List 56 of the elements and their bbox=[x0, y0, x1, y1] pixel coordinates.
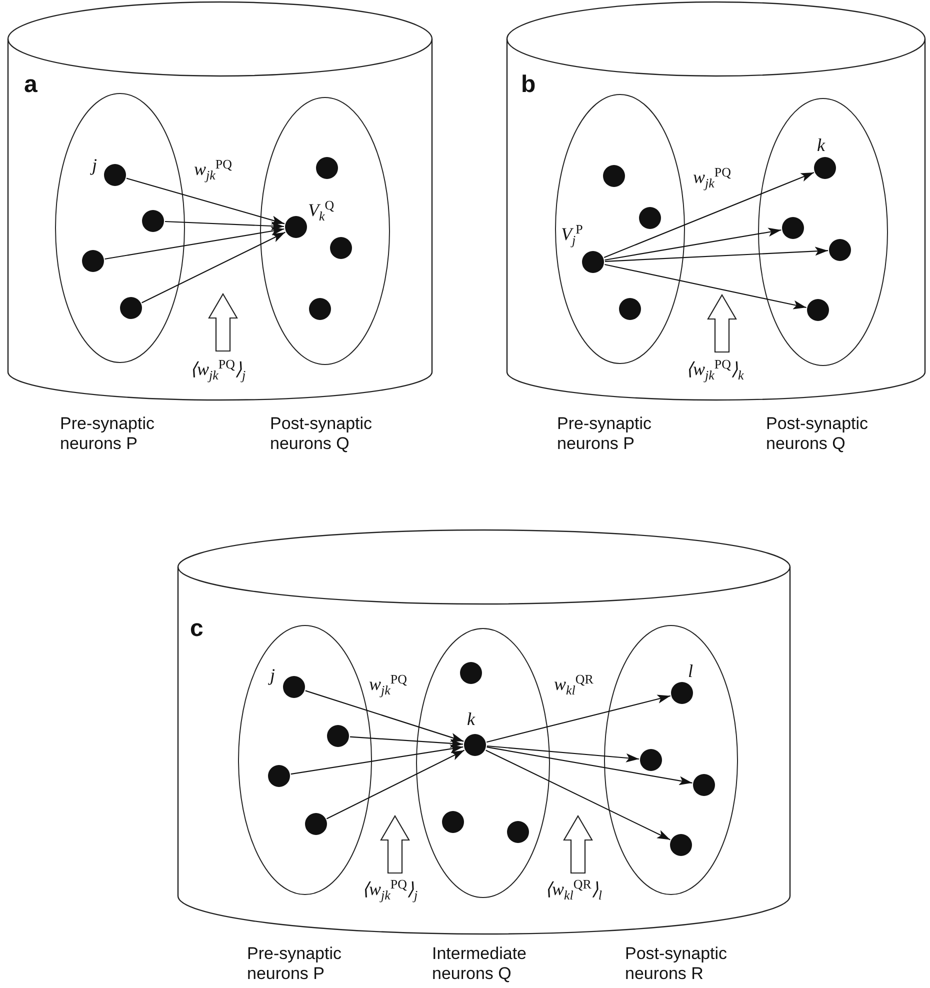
neuron-dot bbox=[460, 662, 482, 684]
population-caption: Post-synaptic neurons Q bbox=[766, 414, 870, 454]
synapse-arrow bbox=[604, 264, 806, 310]
synapse-arrow bbox=[486, 745, 640, 762]
neuron-dot bbox=[807, 299, 829, 321]
neuron-dot bbox=[693, 774, 715, 796]
neuron-dot bbox=[507, 821, 529, 843]
synapse-arrow bbox=[104, 226, 284, 260]
average-weight-label: ⟨w$_{kl}$$^{QR}$⟩$_{l}$ bbox=[545, 880, 602, 900]
synapse-arrow bbox=[326, 750, 465, 820]
population-caption: Post-synaptic neurons R bbox=[625, 944, 728, 984]
average-weight-label: ⟨w$_{jk}$$^{PQ}$⟩$_{k}$ bbox=[686, 360, 744, 380]
population-caption: Intermediate neurons Q bbox=[432, 944, 528, 984]
neuron-label: k bbox=[467, 710, 475, 730]
neuron-dot bbox=[327, 725, 349, 747]
synapse-arrow bbox=[486, 694, 671, 743]
synapse-arrow bbox=[486, 750, 670, 840]
synapse-arrow bbox=[290, 744, 464, 775]
neuron-dot bbox=[82, 250, 104, 272]
population-caption: Pre-synaptic neurons P bbox=[247, 944, 342, 984]
neuron-dot bbox=[330, 237, 352, 259]
population-caption: Pre-synaptic neurons P bbox=[557, 414, 652, 454]
synapse-arrow bbox=[350, 736, 464, 748]
synapse-arrow bbox=[142, 232, 286, 304]
synapse-arrow bbox=[126, 178, 285, 224]
panel-letter: c bbox=[190, 616, 204, 642]
neuron-dot bbox=[639, 207, 661, 229]
neuron-dot bbox=[120, 297, 142, 319]
neuron-label: j bbox=[92, 156, 98, 176]
neuron-label: j bbox=[270, 666, 276, 686]
synapse-arrow bbox=[164, 220, 284, 230]
population-caption: Pre-synaptic neurons P bbox=[60, 414, 156, 454]
average-weight-label: ⟨w$_{jk}$$^{PQ}$⟩$_{j}$ bbox=[190, 360, 246, 380]
panel-letter: b bbox=[521, 72, 536, 98]
neuron-dot bbox=[305, 813, 327, 835]
neuron-label: k bbox=[817, 136, 825, 156]
population-caption: Post-synaptic neurons Q bbox=[270, 414, 374, 454]
panel-letter: a bbox=[24, 72, 38, 98]
synapse-arrow bbox=[305, 690, 464, 742]
neuron-dot bbox=[670, 834, 692, 856]
neuron-dot bbox=[142, 210, 164, 232]
average-weight-label: ⟨w$_{jk}$$^{PQ}$⟩$_{j}$ bbox=[362, 880, 418, 900]
synapse-arrow bbox=[604, 172, 814, 258]
neuron-dot bbox=[603, 165, 625, 187]
neuron-dot bbox=[619, 298, 641, 320]
synapse-arrow bbox=[604, 228, 782, 261]
neuron-dot bbox=[442, 811, 464, 833]
synapse-arrow bbox=[486, 746, 692, 786]
synapse-arrow bbox=[604, 246, 828, 262]
neuron-dot bbox=[782, 217, 804, 239]
neuron-label: l bbox=[688, 662, 694, 682]
neuron-dot bbox=[829, 239, 851, 261]
neuron-dot bbox=[268, 765, 290, 787]
neuron-dot bbox=[309, 298, 331, 320]
neuron-dot bbox=[316, 157, 338, 179]
neuron-dot bbox=[640, 749, 662, 771]
